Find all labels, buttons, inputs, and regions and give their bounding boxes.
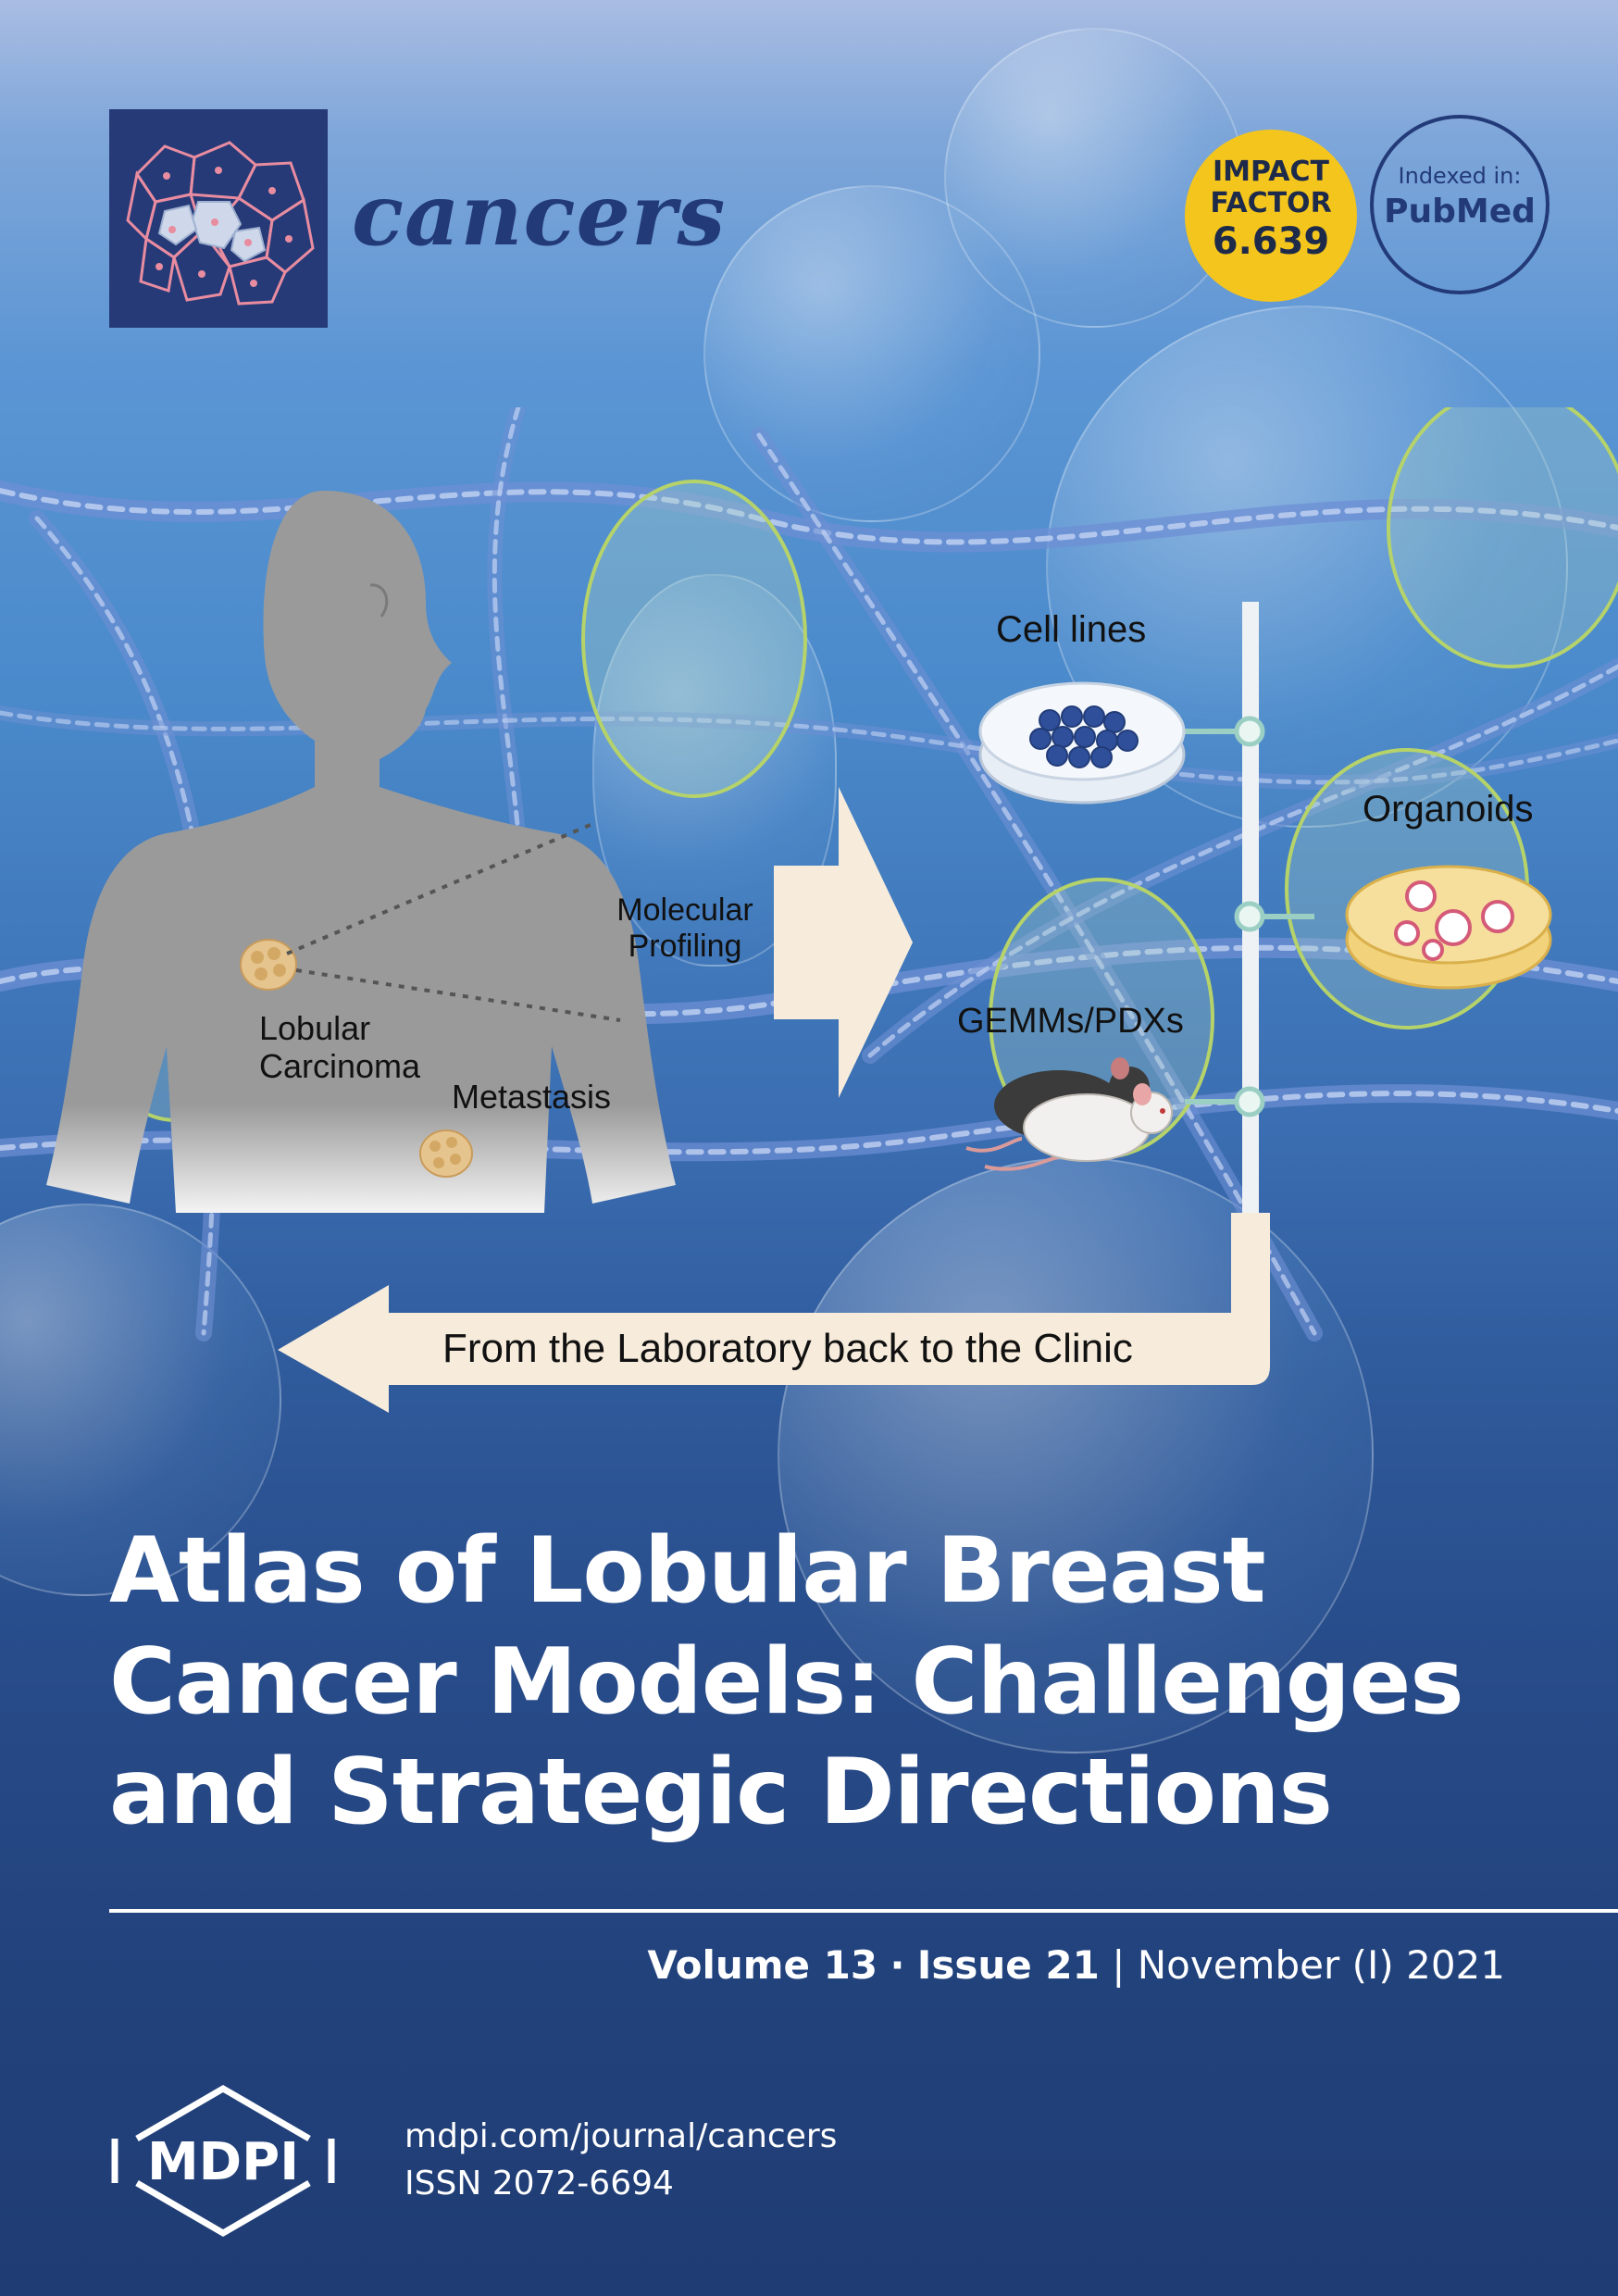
issue-number: Issue 21 xyxy=(916,1942,1100,1988)
mdpi-logo: MDPI xyxy=(111,2084,335,2238)
title-divider xyxy=(109,1909,1618,1913)
cell-lines-dish-icon xyxy=(978,681,1186,805)
journal-issn: ISSN 2072-6694 xyxy=(404,2165,674,2202)
impact-line1: IMPACT xyxy=(1213,156,1329,188)
forward-arrow xyxy=(774,787,913,1098)
volume: Volume 13 xyxy=(647,1942,878,1988)
label-cell-lines: Cell lines xyxy=(996,609,1147,650)
issue-info: Volume 13 · Issue 21 | November (I) 2021 xyxy=(647,1942,1505,1988)
article-title: Atlas of Lobular Breast Cancer Models: C… xyxy=(109,1516,1553,1849)
label-lobular-carcinoma: Lobular Carcinoma xyxy=(259,1009,420,1086)
impact-value: 6.639 xyxy=(1212,220,1330,263)
lobular-carcinoma-icon xyxy=(240,939,297,991)
label-back-arrow: From the Laboratory back to the Clinic xyxy=(442,1326,1133,1371)
journal-name: cancers xyxy=(352,165,727,265)
journal-url: mdpi.com/journal/cancers xyxy=(404,2117,838,2155)
issue-date: November (I) 2021 xyxy=(1137,1942,1505,1988)
issue-separator: · xyxy=(890,1942,905,1988)
indexed-value: PubMed xyxy=(1384,193,1536,231)
label-lobular-line2: Carcinoma xyxy=(259,1047,421,1086)
label-molecular-line2: Profiling xyxy=(628,929,742,964)
impact-factor-badge: IMPACT FACTOR 6.639 xyxy=(1185,130,1357,302)
title-line-1: Atlas of Lobular Breast xyxy=(109,1518,1266,1624)
pubmed-badge: Indexed in: PubMed xyxy=(1370,115,1550,294)
mice-icon xyxy=(965,1057,1173,1171)
indexed-label: Indexed in: xyxy=(1398,163,1522,189)
mdpi-wordmark: MDPI xyxy=(147,2132,299,2192)
journal-logo xyxy=(109,109,328,328)
human-silhouette xyxy=(46,491,676,1213)
metastasis-icon xyxy=(419,1129,473,1178)
label-lobular-line1: Lobular xyxy=(259,1009,371,1047)
label-molecular-line1: Molecular xyxy=(616,892,753,928)
organoids-dish-icon xyxy=(1345,865,1552,990)
label-organoids: Organoids xyxy=(1363,789,1534,830)
label-gemms-pdxs: GEMMs/PDXs xyxy=(957,1002,1184,1041)
label-metastasis: Metastasis xyxy=(452,1078,612,1116)
label-molecular-profiling: Molecular Profiling xyxy=(592,892,778,965)
issue-divider: | xyxy=(1112,1942,1126,1988)
title-line-2: Cancer Models: Challenges xyxy=(109,1628,1464,1735)
cells-icon xyxy=(126,141,315,306)
title-line-3: and Strategic Directions xyxy=(109,1740,1333,1846)
back-arrow xyxy=(278,1213,1270,1413)
impact-line2: FACTOR xyxy=(1210,187,1332,219)
pipeline-connectors xyxy=(1166,716,1314,1117)
